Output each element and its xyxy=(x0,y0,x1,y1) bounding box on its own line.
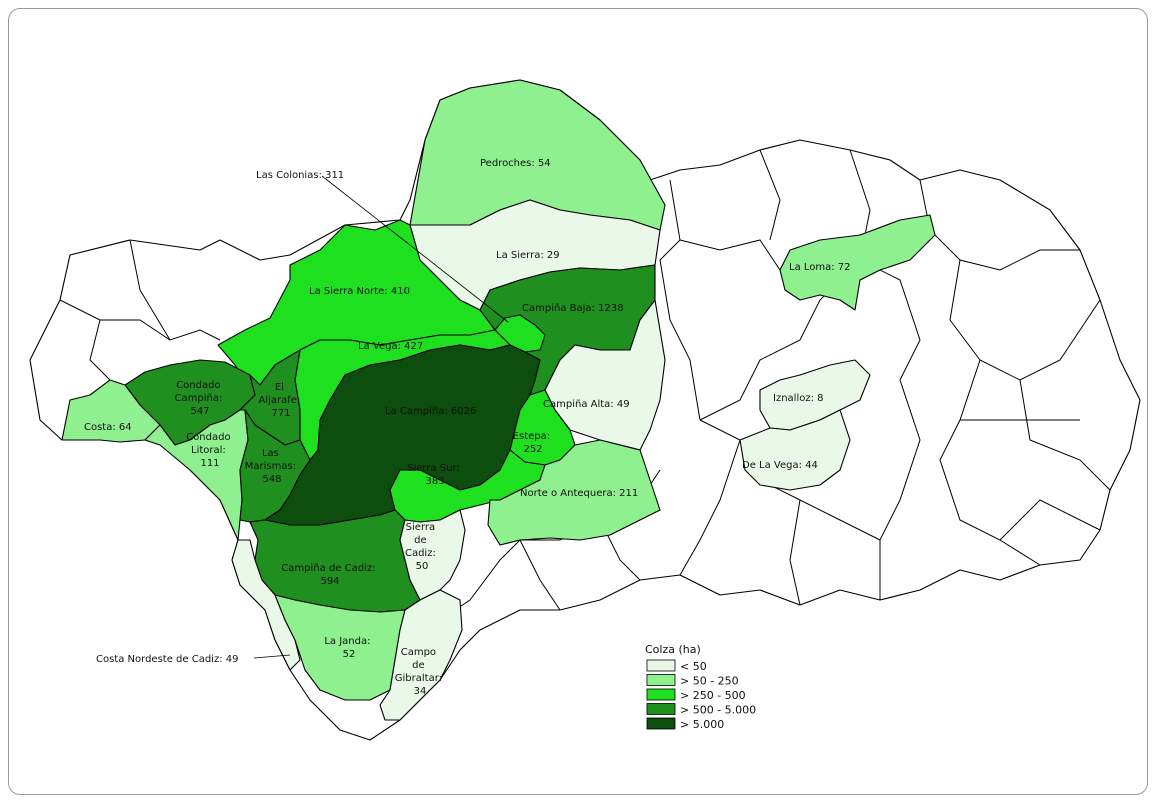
legend-label: > 5.000 xyxy=(680,718,724,731)
label-estepa: Estepa: 252 xyxy=(513,431,554,455)
legend-label: > 50 - 250 xyxy=(680,675,739,688)
leader-costa-nordeste xyxy=(253,654,291,659)
label-la-campina: La Campiña: 6026 xyxy=(385,406,476,417)
label-sierra-cadiz: Sierra de Cadiz: 50 xyxy=(405,522,439,572)
legend-label: > 500 - 5.000 xyxy=(680,704,756,717)
label-pedroches: Pedroches: 54 xyxy=(480,158,551,169)
label-la-vega: La Vega: 427 xyxy=(358,341,423,352)
label-campina-cadiz: Campiña de Cadiz: 594 xyxy=(281,563,378,587)
label-las-marismas: Las Marismas: 548 xyxy=(245,448,300,485)
region-campo-gibraltar[interactable] xyxy=(379,589,463,721)
label-de-la-vega: De La Vega: 44 xyxy=(742,460,818,471)
legend-swatch xyxy=(646,688,676,701)
label-campina-alta: Campiña Alta: 49 xyxy=(543,399,630,410)
region-sierra-cadiz[interactable] xyxy=(399,509,466,601)
region-costa[interactable] xyxy=(61,379,161,443)
legend-label: > 250 - 500 xyxy=(680,689,746,702)
legend-swatch xyxy=(646,674,676,686)
label-campina-baja: Campiña Baja: 1238 xyxy=(522,303,624,314)
region-de-la-vega[interactable] xyxy=(739,409,851,491)
legend-title: Colza (ha) xyxy=(645,643,701,656)
legend-swatch xyxy=(646,717,676,730)
label-la-loma: La Loma: 72 xyxy=(789,262,851,273)
region-norte-antequera[interactable] xyxy=(487,439,661,546)
label-sierra-norte: La Sierra Norte: 410 xyxy=(309,286,410,297)
label-costa: Costa: 64 xyxy=(84,422,132,433)
map-legend: Colza (ha) < 50 > 50 - 250> 250 - 500 > 50… xyxy=(645,643,756,731)
legend-label: < 50 xyxy=(680,660,707,673)
label-la-sierra: La Sierra: 29 xyxy=(496,250,560,261)
label-sierra-sur: Sierra Sur: 383 xyxy=(407,463,463,487)
leader-las-colonias xyxy=(321,175,509,323)
legend-swatch xyxy=(646,659,676,672)
label-costa-nordeste: Costa Nordeste de Cadiz: 49 xyxy=(96,654,238,665)
label-norte-antequera: Norte o Antequera: 211 xyxy=(520,488,638,499)
label-iznalloz: Iznalloz: 8 xyxy=(773,393,824,404)
label-el-aljarafe: El Aljarafe: 771 xyxy=(259,382,304,419)
label-la-janda: La Janda: 52 xyxy=(324,636,373,660)
label-condado-litoral: Condado Litoral: 111 xyxy=(186,432,234,469)
legend-swatch xyxy=(646,703,676,715)
region-la-loma[interactable] xyxy=(779,214,936,311)
label-las-colonias: Las Colonias: 311 xyxy=(256,170,344,181)
label-condado-campina: Condado Campiña: 547 xyxy=(175,380,226,417)
region-campina-alta[interactable] xyxy=(544,299,666,451)
label-campo-gibraltar: Campo de Gibraltar: 34 xyxy=(395,647,445,697)
